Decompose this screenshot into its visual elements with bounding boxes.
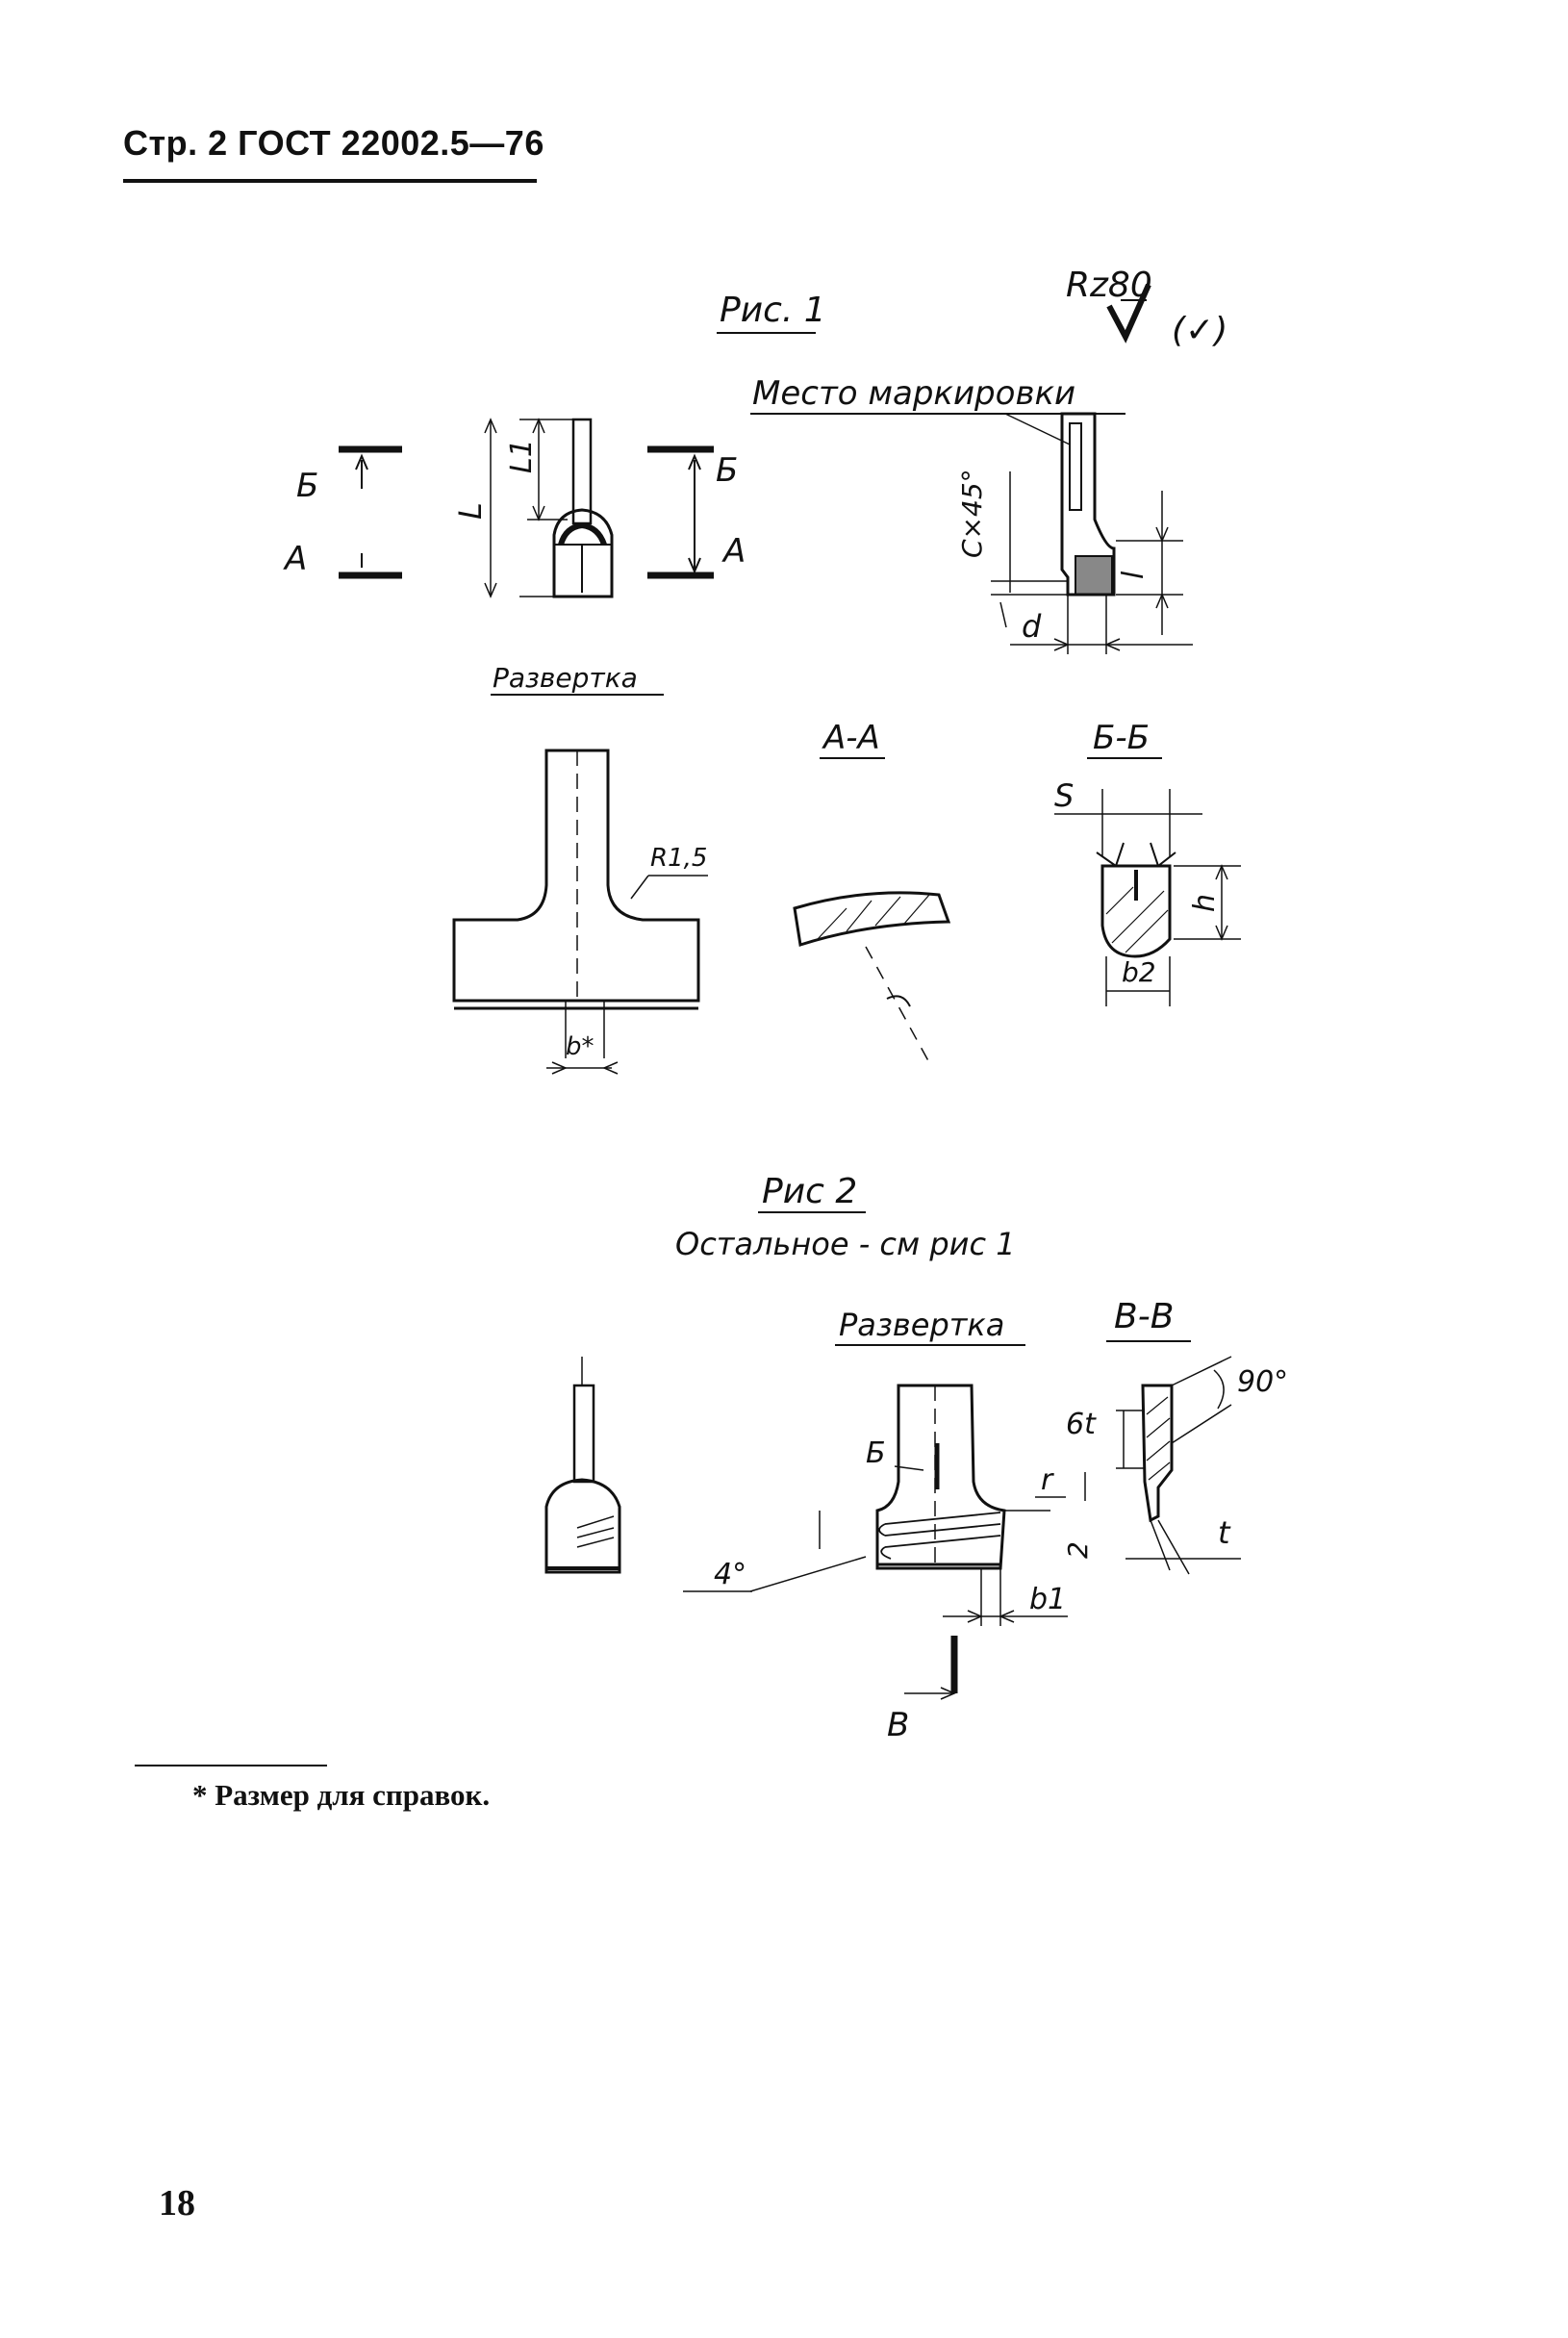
footnote-rule <box>135 1765 327 1766</box>
mark-b-fig2: Б <box>866 1436 886 1470</box>
fig2-part-view <box>544 1357 621 1574</box>
section-bb-label: Б-Б <box>1093 719 1150 757</box>
marking-label: Место маркировки <box>752 374 1075 413</box>
figure-2-note: Остальное - см рис 1 <box>675 1226 1016 1262</box>
footnote: * Размер для справок. <box>192 1778 491 1812</box>
unfold-shape-1 <box>452 749 700 1075</box>
figure-1-caption: Рис. 1 <box>720 291 826 330</box>
roughness-all-label: (✓) <box>1172 311 1227 350</box>
roughness-sign: Rz80 (✓) <box>1066 266 1227 350</box>
dim-b-star: b* <box>566 1032 594 1061</box>
unfold-shape-2 <box>875 1384 1006 1570</box>
dim-h: h <box>1188 894 1222 912</box>
dim-radius: R1,5 <box>650 844 707 873</box>
roughness-label: Rz80 <box>1066 266 1152 305</box>
dim-b2: b2 <box>1122 956 1156 988</box>
figure-2: Рис 2 Остальное - см рис 1 Развертка <box>544 1172 1288 1744</box>
dim-2: 2 <box>1062 1541 1094 1559</box>
angle-90: 90° <box>1237 1365 1288 1399</box>
section-vv-shape <box>1116 1356 1241 1575</box>
dim-r: r <box>1041 1463 1054 1497</box>
dim-d: d <box>1022 608 1042 645</box>
section-b-mark-right: Б <box>716 451 738 490</box>
section-b-mark-left: Б <box>296 467 318 505</box>
dim-6t: 6t <box>1066 1408 1097 1441</box>
angle-4: 4° <box>714 1558 746 1591</box>
section-aa-shape <box>793 891 951 1067</box>
dim-l: l <box>1117 571 1151 579</box>
page-number: 18 <box>159 2183 195 2224</box>
unfold-label-1: Развертка <box>493 662 638 694</box>
dim-chamfer: C×45° <box>956 469 988 558</box>
section-vv-label: В-В <box>1114 1297 1174 1336</box>
header-rule <box>123 179 537 183</box>
mark-v: В <box>887 1706 909 1744</box>
section-aa-label: А-А <box>822 719 880 757</box>
page-header: Стр. 2 ГОСТ 22002.5—76 <box>123 123 544 163</box>
part-front-view <box>552 418 614 598</box>
section-a-mark-right: А <box>721 532 746 571</box>
section-a-mark-left: А <box>283 540 307 578</box>
part-side-view <box>1060 412 1116 597</box>
dim-L: L <box>452 502 489 520</box>
dim-L1: L1 <box>505 439 539 473</box>
dim-t: t <box>1218 1514 1231 1551</box>
figure-1: Рис. 1 Rz80 (✓) Б А Б А <box>283 266 1241 1075</box>
unfold-label-2: Развертка <box>839 1307 1004 1343</box>
dim-b1: b1 <box>1029 1583 1066 1616</box>
dim-s: S <box>1054 777 1074 814</box>
section-bb-shape <box>1054 789 1241 1006</box>
figure-2-caption: Рис 2 <box>762 1172 857 1211</box>
